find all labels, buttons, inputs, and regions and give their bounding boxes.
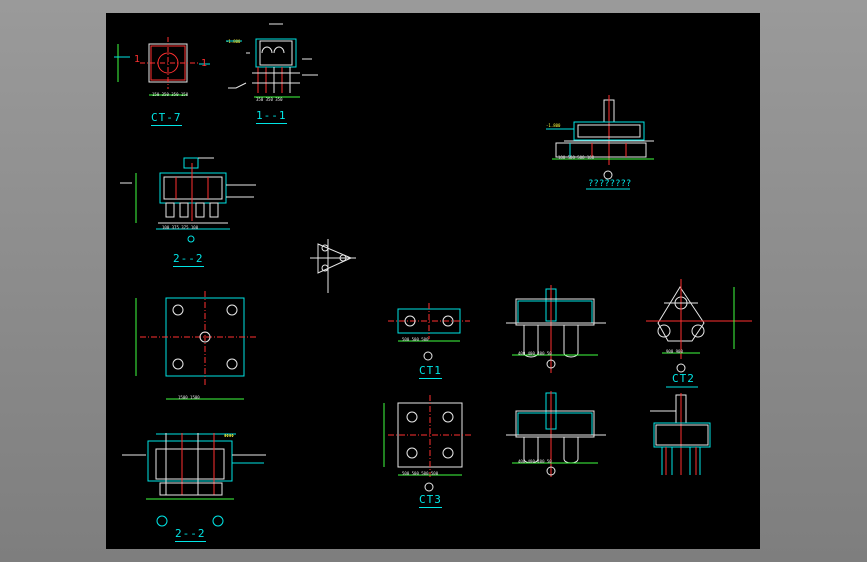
section-2-2-bottom <box>122 433 266 527</box>
ct2-plan <box>646 279 752 388</box>
dim-text: 400 400 400 50 <box>518 351 552 356</box>
drawing-svg <box>114 23 752 527</box>
dim-text: ΦΦΦΦ <box>224 433 234 438</box>
ct2-elevation <box>650 393 711 475</box>
drawing-canvas[interactable]: 150 350 350 150 350 350 350 100 375 375 … <box>106 13 760 549</box>
dim-text: 900 900 <box>666 349 683 354</box>
top-right-section <box>546 95 654 190</box>
ct7-plan <box>114 37 210 96</box>
dim-text: 500 500 500 500 <box>402 471 439 476</box>
five-pile-plan <box>135 291 256 400</box>
label-section-2-2-top: 2--2 <box>173 252 204 267</box>
dim-text: 500 500 500 <box>402 337 429 342</box>
label-ct3: CT3 <box>419 493 442 508</box>
dim-text: 100 500 500 100 <box>558 155 595 160</box>
ct3-plan <box>383 395 472 492</box>
label-ct2: CT2 <box>672 372 695 385</box>
label-unknown-title: ???????? <box>588 179 632 189</box>
section-cut-marker-left: 1 <box>134 54 142 65</box>
label-section-1-1: 1--1 <box>256 109 287 124</box>
small-triangle-cap <box>310 239 356 293</box>
dim-text: -1.800 <box>546 123 561 128</box>
ct1-elevation <box>506 285 606 373</box>
label-ct7: CT-7 <box>151 111 182 126</box>
dim-text: -1.800 <box>226 39 241 44</box>
dim-text: 100 375 375 100 <box>162 225 199 230</box>
section-1-1 <box>226 23 318 98</box>
section-cut-marker-right: 1 <box>201 58 209 69</box>
label-ct1: CT1 <box>419 364 442 379</box>
label-section-2-2-bottom: 2--2 <box>175 527 206 542</box>
section-2-2-top <box>120 157 256 243</box>
dim-text: 1500 1500 <box>178 395 200 400</box>
dim-text: 350 350 350 <box>256 97 283 102</box>
dim-text: 150 350 350 150 <box>152 92 189 97</box>
ct3-elevation <box>506 391 606 477</box>
ct1-plan <box>388 303 470 361</box>
dim-text: 400 400 400 50 <box>518 459 552 464</box>
